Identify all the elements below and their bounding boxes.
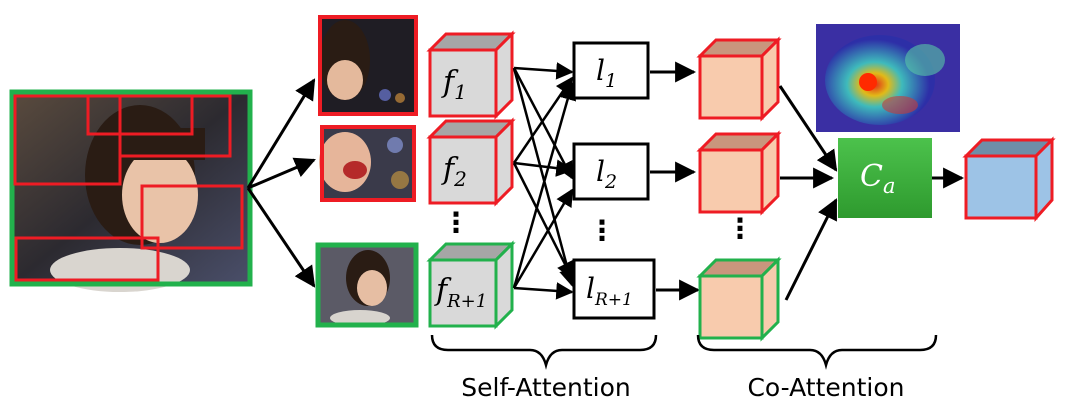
label-box-l2: l2 (572, 142, 650, 201)
label-box-l1: l1 (572, 41, 650, 100)
feature-cube-fR: fR+1 (426, 240, 516, 330)
attention-cube-R (696, 256, 782, 342)
combiner-subscript: a (883, 174, 896, 198)
attention-cube-2 (696, 130, 782, 216)
l1-symbol: l (596, 54, 605, 87)
feature-cube-f2: f2 (426, 117, 516, 207)
l2-symbol: l (596, 155, 605, 188)
self-attention-brace (430, 334, 658, 370)
svg-text:f1: f1 (441, 65, 467, 104)
lR-subscript: R+1 (594, 290, 633, 310)
region-crop-1 (318, 15, 418, 116)
input-image (9, 89, 253, 292)
features-ellipsis: ⋮ (442, 206, 470, 239)
l1-subscript: 1 (605, 70, 617, 92)
f1-subscript: 1 (454, 80, 467, 104)
co-attention-caption: Co-Attention (747, 373, 904, 402)
output-cube (962, 136, 1056, 222)
labels-ellipsis: ⋮ (588, 214, 616, 247)
attention-to-combiner-arrows (778, 85, 838, 301)
label-box-lR: lR+1 (572, 258, 656, 320)
self-attention-arrows (512, 62, 577, 300)
attention-heatmap (816, 24, 960, 132)
self-attention-caption: Self-Attention (461, 373, 630, 402)
l2-subscript: 2 (604, 171, 617, 193)
region-box (118, 94, 232, 158)
feature-cube-f1: f1 (426, 30, 516, 120)
region-crop-2 (319, 125, 416, 202)
svg-text:Ca: Ca (860, 159, 896, 198)
combiner-box: Ca (838, 138, 932, 218)
label-to-attention-arrows (650, 61, 701, 301)
combiner-symbol: C (860, 159, 883, 194)
svg-text:l1: l1 (596, 54, 617, 92)
attention-ellipsis: ⋮ (726, 212, 754, 245)
input-arrows (246, 78, 316, 288)
lR-symbol: l (586, 272, 595, 305)
global-crop (315, 242, 419, 328)
region-box (14, 236, 160, 282)
attention-cube-1 (696, 36, 782, 122)
f2-subscript: 2 (453, 167, 467, 191)
region-box (140, 184, 244, 250)
fR-subscript: R+1 (446, 291, 487, 312)
co-attention-brace (696, 334, 938, 370)
svg-text:l2: l2 (596, 155, 617, 193)
svg-text:lR+1: lR+1 (586, 272, 633, 310)
